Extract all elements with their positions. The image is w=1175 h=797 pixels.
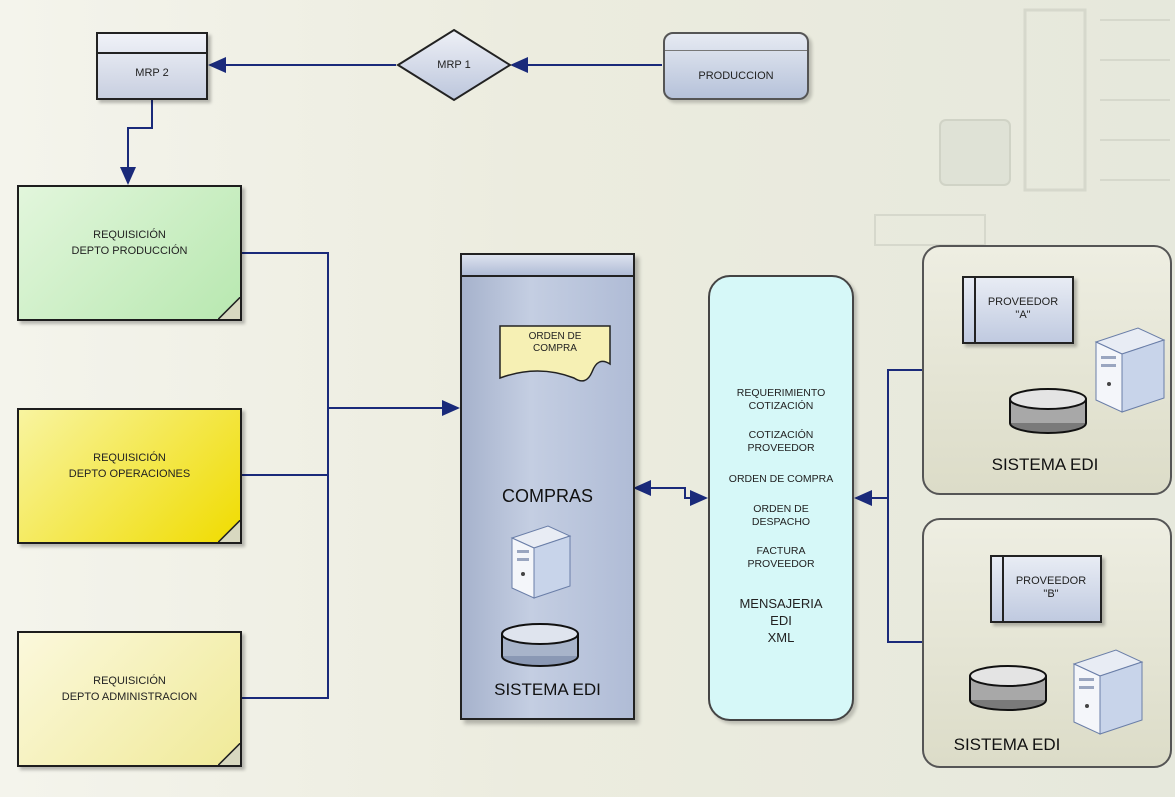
- requisicion-operaciones-line1: REQUISICIÓN: [93, 452, 166, 464]
- server-icon: [1072, 649, 1144, 735]
- mensajeria-footer-line2: EDI: [770, 613, 792, 628]
- produccion-box: PRODUCCION: [663, 32, 809, 100]
- item-line2: PROVEEDOR: [747, 442, 815, 454]
- mensajeria-item: FACTURA PROVEEDOR: [708, 545, 854, 585]
- mensajeria-panel: [708, 275, 854, 721]
- proveedor-a-box: PROVEEDOR "A": [962, 276, 1074, 344]
- database-icon: [969, 665, 1047, 711]
- item-line2: PROVEEDOR: [747, 558, 815, 570]
- item-line1: COTIZACIÓN: [748, 429, 814, 441]
- folded-corner: [218, 743, 240, 765]
- requisicion-administracion-line2: DEPTO ADMINISTRACION: [61, 691, 198, 703]
- requisicion-operaciones-line2: DEPTO OPERACIONES: [68, 468, 191, 480]
- proveedor-b-label: PROVEEDOR "B": [1002, 575, 1100, 601]
- mensajeria-item: ORDEN DE COMPRA: [708, 473, 854, 503]
- mensajeria-item: COTIZACIÓN PROVEEDOR: [708, 429, 854, 473]
- proveedor-b-line1: PROVEEDOR: [1015, 575, 1087, 587]
- mensajeria-item: REQUERIMIENTO COTIZACIÓN: [708, 387, 854, 429]
- requisicion-produccion-line1: REQUISICIÓN: [93, 229, 166, 241]
- item-line2: DESPACHO: [751, 516, 811, 528]
- compras-title: COMPRAS: [501, 486, 593, 506]
- folded-corner: [218, 297, 240, 319]
- mensajeria-footer: MENSAJERIA EDI XML: [708, 595, 854, 646]
- item-line1: ORDEN DE: [753, 503, 809, 515]
- database-icon: [501, 623, 579, 667]
- proveedor-a-line1: PROVEEDOR: [987, 296, 1059, 308]
- mensajeria-item: ORDEN DE DESPACHO: [708, 503, 854, 545]
- server-icon: [510, 525, 572, 599]
- compras-sistema-edi: SISTEMA EDI: [494, 680, 601, 699]
- requisicion-operaciones: REQUISICIÓN DEPTO OPERACIONES: [17, 408, 242, 544]
- proveedor-a-line2: "A": [1015, 309, 1031, 321]
- server-icon: [1094, 327, 1166, 413]
- mrp1-diamond: [396, 28, 512, 102]
- mrp2-label: MRP 2: [135, 67, 169, 79]
- circuit-decoration: [874, 8, 1170, 246]
- item-line1: REQUERIMIENTO: [736, 387, 826, 399]
- proveedor-b-line2: "B": [1043, 588, 1059, 600]
- database-icon: [1009, 388, 1087, 434]
- orden-compra-label: ORDEN DE COMPRA: [498, 331, 612, 355]
- requisicion-produccion-line2: DEPTO PRODUCCIÓN: [71, 245, 188, 257]
- item-line1: FACTURA: [756, 545, 806, 557]
- orden-compra-document: [499, 325, 611, 382]
- mensajeria-items: REQUERIMIENTO COTIZACIÓN COTIZACIÓN PROV…: [708, 387, 854, 646]
- orden-compra-line1: ORDEN DE: [528, 331, 582, 342]
- proveedor-b-sistema-edi: SISTEMA EDI: [953, 735, 1061, 754]
- proveedor-a-label: PROVEEDOR "A": [974, 296, 1072, 322]
- item-line2: COTIZACIÓN: [748, 400, 814, 412]
- produccion-label: PRODUCCION: [698, 70, 774, 82]
- folded-corner: [218, 520, 240, 542]
- requisicion-produccion: REQUISICIÓN DEPTO PRODUCCIÓN: [17, 185, 242, 321]
- mensajeria-footer-line3: XML: [767, 630, 795, 645]
- mrp2-box: MRP 2: [96, 32, 208, 100]
- orden-compra-line2: COMPRA: [533, 343, 577, 354]
- proveedor-b-box: PROVEEDOR "B": [990, 555, 1102, 623]
- requisicion-administracion-line1: REQUISICIÓN: [93, 675, 166, 687]
- proveedor-a-sistema-edi: SISTEMA EDI: [991, 455, 1099, 474]
- requisicion-administracion: REQUISICIÓN DEPTO ADMINISTRACION: [17, 631, 242, 767]
- item-line1: ORDEN DE COMPRA: [728, 473, 834, 485]
- mrp1-label: MRP 1: [437, 59, 471, 71]
- mensajeria-footer-line1: MENSAJERIA: [739, 596, 823, 611]
